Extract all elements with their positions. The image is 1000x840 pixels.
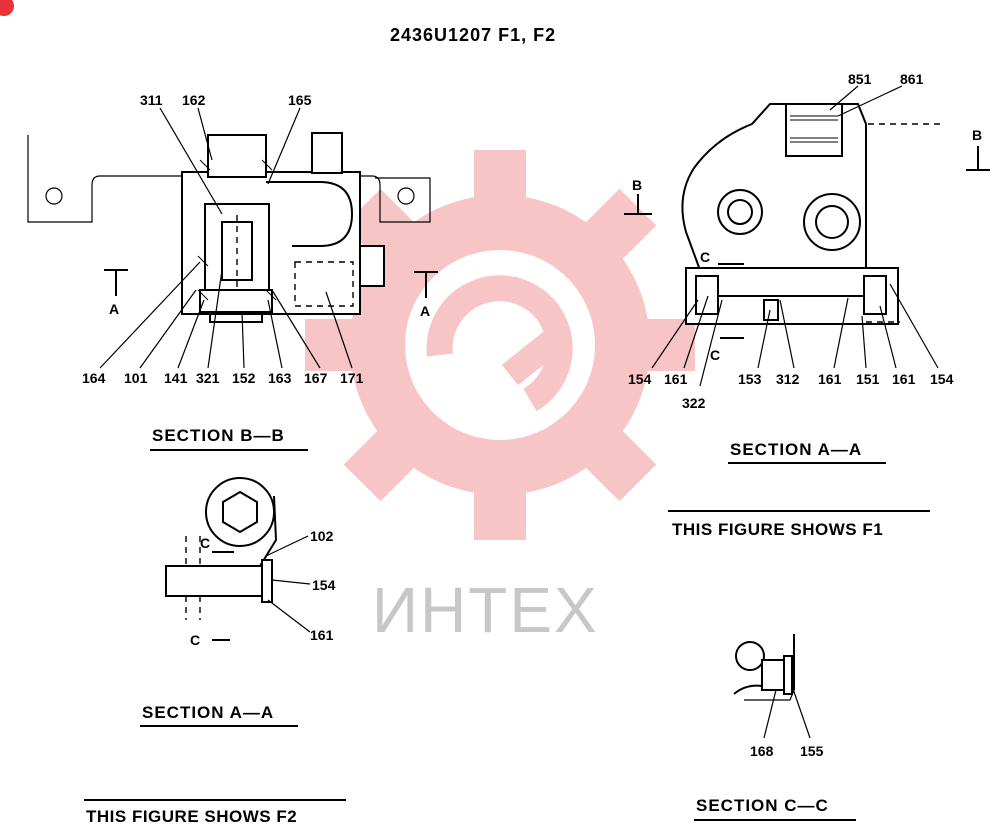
part-number: 171 — [340, 370, 364, 386]
section-bb-cut-labels: A A — [109, 301, 430, 319]
part-number: 861 — [900, 71, 924, 87]
part-number: 851 — [848, 71, 872, 87]
part-number: 155 — [800, 743, 824, 759]
part-number: 322 — [682, 395, 706, 411]
cut-mark-label: C — [710, 347, 720, 363]
cut-mark-label: C — [200, 535, 210, 551]
section-aa-f2-part-numbers: 102 154 161 — [310, 528, 336, 643]
cut-mark-label: A — [420, 303, 430, 319]
part-number: 161 — [664, 371, 688, 387]
part-number: 321 — [196, 370, 220, 386]
section-cc-caption: SECTION C—C — [696, 796, 829, 815]
section-cc-view — [733, 634, 811, 739]
section-bb-part-numbers: 311 162 165 164 101 141 321 152 163 167 … — [82, 92, 364, 386]
watermark-logo — [305, 150, 695, 540]
part-number: 141 — [164, 370, 188, 386]
part-number: 312 — [776, 371, 800, 387]
part-number: 161 — [310, 627, 334, 643]
part-number: 165 — [288, 92, 312, 108]
drawing-title: 2436U1207 F1, F2 — [390, 25, 556, 45]
part-number: 164 — [82, 370, 106, 386]
cut-mark-label: C — [190, 632, 200, 648]
section-aa-f1-note: THIS FIGURE SHOWS F1 — [672, 520, 883, 539]
part-number: 161 — [892, 371, 916, 387]
part-number: 167 — [304, 370, 328, 386]
section-aa-f1-cut-labels: B B C C — [632, 127, 982, 363]
part-number: 154 — [930, 371, 954, 387]
section-aa-f2-caption: SECTION A—A — [142, 703, 274, 722]
part-number: 154 — [628, 371, 652, 387]
part-number: 162 — [182, 92, 206, 108]
section-aa-f2-view — [165, 477, 311, 641]
part-number: 102 — [310, 528, 334, 544]
cut-mark-label: B — [972, 127, 982, 143]
part-number: 152 — [232, 370, 256, 386]
corner-logo-icon — [0, 0, 14, 16]
cut-mark-label: A — [109, 301, 119, 317]
section-aa-f2-cut-labels: C C — [190, 535, 210, 648]
section-aa-f2-note: THIS FIGURE SHOWS F2 — [86, 807, 297, 826]
part-number: 153 — [738, 371, 762, 387]
part-number: 311 — [140, 92, 163, 108]
section-aa-f1-view — [624, 85, 990, 387]
part-number: 168 — [750, 743, 774, 759]
part-number: 161 — [818, 371, 842, 387]
part-number: 154 — [312, 577, 336, 593]
section-bb-caption: SECTION B—B — [152, 426, 285, 445]
section-aa-f1-caption: SECTION A—A — [730, 440, 862, 459]
section-aa-f1-part-numbers: 851 861 154 161 322 153 312 161 151 161 … — [628, 71, 954, 411]
part-number: 101 — [124, 370, 148, 386]
cut-mark-label: B — [632, 177, 642, 193]
part-number: 151 — [856, 371, 880, 387]
part-number: 163 — [268, 370, 292, 386]
section-cc-part-numbers: 168 155 — [750, 743, 824, 759]
section-bb-view — [27, 107, 438, 369]
cut-mark-label: C — [700, 249, 710, 265]
watermark-text: ИНТЕХ — [372, 574, 599, 646]
